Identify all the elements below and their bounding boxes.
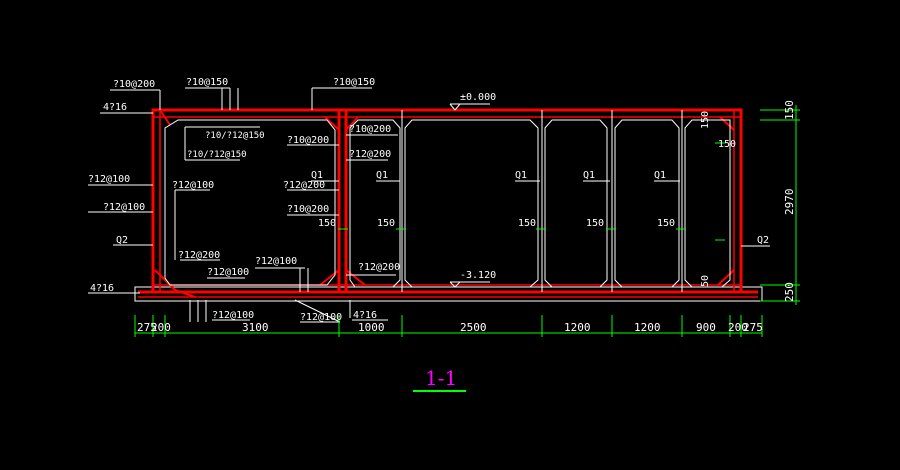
label-top-left-2: ?10@150	[186, 77, 228, 88]
label-bottom-3: ?12@100	[207, 267, 249, 278]
dimension-lines	[134, 105, 800, 337]
wall-label-q1-d: Q1	[583, 170, 595, 181]
bottom-dim-8: 200	[728, 321, 748, 334]
label-corner-b: ?10/?12@150	[187, 150, 247, 160]
label-slab-2: ?12@100	[300, 312, 342, 323]
label-wall-left-1: ?12@100	[88, 174, 130, 185]
dim-50: 50	[700, 275, 711, 287]
dim-150-d: 150	[586, 218, 604, 229]
elevation-bottom: -3.120	[460, 270, 496, 281]
label-wall-left-2: ?12@100	[103, 202, 145, 213]
bottom-dim-1: 200	[151, 321, 171, 334]
label-corner-a: ?10/?12@150	[205, 131, 265, 141]
wall-label-q2-left: Q2	[116, 235, 128, 246]
section-title: 1-1	[425, 366, 457, 390]
dim-150-b: 150	[377, 218, 395, 229]
right-dim-0: 150	[783, 100, 796, 120]
label-top-left-1: ?10@200	[113, 79, 155, 90]
bottom-dim-3: 1000	[358, 321, 385, 334]
leader-lines	[88, 87, 770, 323]
label-bottom-4: ?12@200	[358, 262, 400, 273]
base-slab-outline	[134, 286, 763, 302]
right-dim-2: 250	[783, 282, 796, 302]
wall-label-q2-right: Q2	[757, 235, 769, 246]
wall-label-q1-b: Q1	[376, 170, 388, 181]
dim-150-a: 150	[318, 218, 336, 229]
chamber-outlines	[164, 110, 731, 292]
wall-label-q1-a: Q1	[311, 170, 323, 181]
label-bottom-2: ?12@100	[255, 256, 297, 267]
wall-label-q1-e: Q1	[654, 170, 666, 181]
dim-150-c: 150	[518, 218, 536, 229]
bottom-dim-7: 900	[696, 321, 716, 334]
bottom-dim-9: 275	[743, 321, 763, 334]
label-bottom-1: ?12@200	[178, 250, 220, 261]
bottom-dim-5: 1200	[564, 321, 591, 334]
label-inner-col-c: ?10@200	[349, 124, 391, 135]
dim-150-f: 150	[718, 139, 736, 150]
bottom-dim-6: 1200	[634, 321, 661, 334]
bottom-dim-0: 275	[137, 321, 157, 334]
bottom-dim-2: 3100	[242, 321, 269, 334]
wall-label-q1-c: Q1	[515, 170, 527, 181]
label-inner-col-e: ?10@200	[287, 204, 329, 215]
label-inner-col-d: ?12@200	[283, 180, 325, 191]
label-slab-1: ?12@100	[212, 310, 254, 321]
dim-150-g: 150	[700, 111, 711, 129]
label-4-16-top: 4?16	[103, 102, 127, 113]
label-top-right: ?10@150	[333, 77, 375, 88]
dim-150-e: 150	[657, 218, 675, 229]
elevation-top: ±0.000	[460, 92, 496, 103]
bottom-dim-4: 2500	[460, 321, 487, 334]
label-inner-col-a: ?10@200	[287, 135, 329, 146]
label-4-16-bottom: 4?16	[90, 283, 114, 294]
label-inner-col-b: ?12@200	[349, 149, 391, 160]
label-wall-inner-1: ?12@100	[172, 180, 214, 191]
label-4-16-mid: 4?16	[353, 310, 377, 321]
right-dim-1: 2970	[783, 189, 796, 216]
